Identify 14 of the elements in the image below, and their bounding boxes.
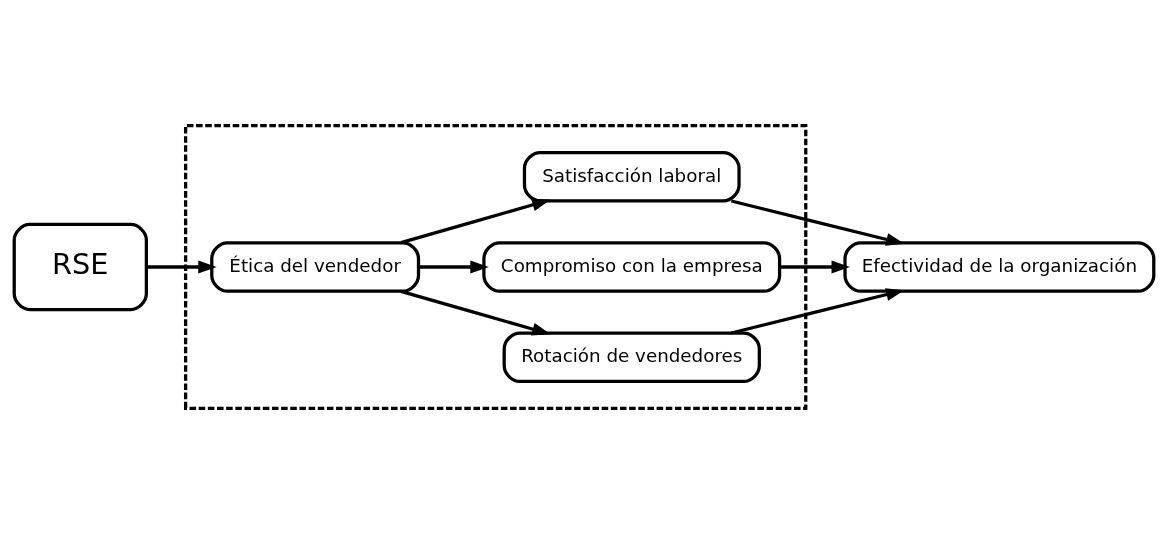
node-box: RSE (12, 222, 148, 312)
node-box: Ética del vendedor (210, 241, 421, 293)
cluster (183, 124, 808, 410)
arrow (730, 288, 905, 335)
arrow (400, 289, 551, 336)
arrow (779, 260, 850, 274)
arrow (146, 260, 217, 274)
arrow (418, 260, 489, 274)
arrow (400, 198, 551, 245)
node-box: Compromiso con la empresa (482, 241, 782, 293)
node-box: Rotación de vendedores (502, 331, 761, 384)
node-box: Efectividad de la organización (843, 241, 1156, 293)
arrow (730, 199, 905, 246)
node-box: Satisfacción laboral (522, 150, 741, 203)
